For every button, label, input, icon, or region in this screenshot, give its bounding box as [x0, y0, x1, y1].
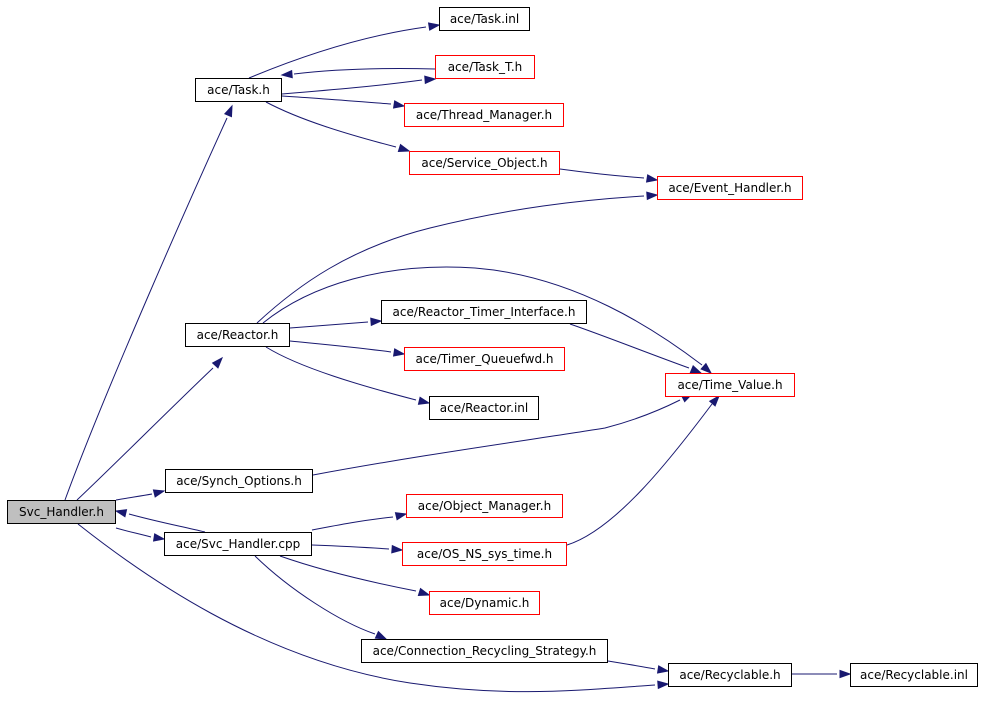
- node-task-t-h[interactable]: ace/Task_T.h: [435, 55, 535, 79]
- edge-arrowhead: [839, 669, 852, 679]
- edge-line: [569, 323, 690, 369]
- edge-svc-handler-h-to-svc-handler-cpp: [115, 527, 166, 542]
- edge-arrowhead: [152, 533, 166, 542]
- node-time-value-h[interactable]: ace/Time_Value.h: [665, 373, 795, 397]
- edge-arrowhead: [689, 364, 703, 374]
- edge-line: [128, 513, 206, 533]
- edge-task-t-h-to-task-h: [280, 68, 436, 79]
- edge-line: [311, 516, 394, 531]
- edge-svc-handler-h-to-reactor-h: [76, 356, 223, 501]
- edge-arrowhead: [114, 509, 128, 518]
- edge-line: [289, 321, 369, 329]
- edge-arrowhead: [394, 512, 408, 521]
- edge-task-h-to-thread-manager-h: [281, 95, 406, 109]
- edge-reactor-h-to-timer-queuefwd-h: [289, 340, 406, 357]
- edge-arrowhead: [392, 348, 406, 357]
- edge-arrowhead: [646, 191, 659, 201]
- node-synch-options-h[interactable]: ace/Synch_Options.h: [165, 469, 313, 493]
- edge-reactor-h-to-event-handler-h: [256, 191, 659, 324]
- edge-line: [312, 399, 681, 476]
- edge-line: [293, 68, 436, 75]
- node-svc-handler-h: Svc_Handler.h: [7, 500, 116, 524]
- edge-os-ns-sys-time-h-to-time-value-h: [566, 394, 720, 546]
- edge-line: [256, 195, 645, 324]
- edge-line: [281, 79, 423, 95]
- edge-arrowhead: [280, 69, 293, 79]
- node-task-inl[interactable]: ace/Task.inl: [439, 7, 530, 31]
- edge-line: [281, 95, 392, 105]
- edge-line: [265, 346, 417, 401]
- edge-line: [254, 555, 376, 635]
- edge-arrowhead: [370, 317, 383, 327]
- edge-svc-handler-cpp-to-os-ns-sys-time-h: [311, 544, 404, 554]
- node-connection-recycling-strategy-h[interactable]: ace/Connection_Recycling_Strategy.h: [361, 639, 608, 663]
- edge-connection-recycling-strategy-h-to-recyclable-h: [607, 660, 670, 674]
- node-reactor-timer-interface-h[interactable]: ace/Reactor_Timer_Interface.h: [381, 300, 587, 324]
- node-object-manager-h[interactable]: ace/Object_Manager.h: [406, 494, 563, 518]
- node-timer-queuefwd-h[interactable]: ace/Timer_Queuefwd.h: [404, 347, 565, 371]
- edge-arrowhead: [427, 22, 441, 31]
- edge-arrowhead: [392, 100, 406, 109]
- edge-arrowhead: [417, 587, 431, 597]
- edge-arrowhead: [657, 680, 670, 690]
- edge-svc-handler-cpp-to-connection-recycling-strategy-h: [254, 555, 388, 640]
- edge-arrowhead: [223, 104, 233, 118]
- edge-arrowhead: [656, 665, 670, 674]
- node-os-ns-sys-time-h[interactable]: ace/OS_NS_sys_time.h: [402, 542, 567, 566]
- edge-line: [607, 660, 656, 670]
- edge-line: [279, 555, 417, 592]
- edge-reactor-timer-interface-h-to-time-value-h: [569, 323, 703, 374]
- edge-line: [64, 117, 228, 501]
- edge-arrowhead: [211, 356, 223, 369]
- edge-reactor-h-to-time-value-h: [262, 266, 713, 374]
- edge-arrowhead: [645, 174, 659, 183]
- edge-svc-handler-h-to-task-h: [64, 104, 233, 501]
- edge-line: [262, 266, 703, 366]
- edge-arrowhead: [417, 396, 431, 405]
- node-event-handler-h[interactable]: ace/Event_Handler.h: [657, 176, 803, 200]
- edge-arrowhead: [152, 489, 166, 498]
- node-recyclable-h[interactable]: ace/Recyclable.h: [668, 663, 792, 687]
- edge-line: [289, 340, 392, 353]
- edge-arrowhead: [397, 143, 411, 153]
- node-service-object-h[interactable]: ace/Service_Object.h: [409, 151, 560, 175]
- edge-arrowhead: [374, 630, 388, 640]
- edge-line: [115, 493, 153, 501]
- edge-svc-handler-cpp-to-svc-handler-h: [114, 509, 206, 533]
- edge-task-h-to-service-object-h: [265, 101, 411, 153]
- node-task-h[interactable]: ace/Task.h: [195, 78, 282, 102]
- edge-line: [566, 403, 713, 546]
- edge-reactor-h-to-reactor-timer-interface-h: [289, 317, 383, 329]
- edge-line: [559, 168, 645, 179]
- node-recyclable-inl[interactable]: ace/Recyclable.inl: [850, 663, 978, 687]
- edge-arrowhead: [424, 75, 437, 85]
- edge-reactor-h-to-reactor-inl: [265, 346, 431, 405]
- edge-arrowhead: [700, 362, 713, 374]
- node-reactor-inl[interactable]: ace/Reactor.inl: [429, 396, 539, 420]
- edge-line: [115, 527, 152, 538]
- node-reactor-h[interactable]: ace/Reactor.h: [185, 323, 290, 347]
- node-thread-manager-h[interactable]: ace/Thread_Manager.h: [404, 103, 564, 127]
- edge-line: [77, 523, 656, 693]
- edge-svc-handler-cpp-to-object-manager-h: [311, 512, 408, 531]
- edge-svc-handler-h-to-synch-options-h: [115, 489, 166, 501]
- edge-line: [76, 367, 214, 501]
- edge-task-h-to-task-inl: [248, 22, 441, 79]
- edge-recyclable-h-to-recyclable-inl: [792, 669, 852, 679]
- edge-arrowhead: [708, 394, 720, 407]
- edge-line: [311, 544, 390, 550]
- edge-arrowhead: [391, 544, 404, 554]
- edge-task-h-to-task-t-h: [281, 75, 437, 95]
- edge-svc-handler-h-to-recyclable-h: [77, 523, 670, 693]
- node-dynamic-h[interactable]: ace/Dynamic.h: [429, 591, 540, 615]
- node-svc-handler-cpp[interactable]: ace/Svc_Handler.cpp: [164, 532, 312, 556]
- edge-line: [265, 101, 397, 148]
- edge-service-object-h-to-event-handler-h: [559, 168, 659, 183]
- edge-svc-handler-cpp-to-dynamic-h: [279, 555, 431, 597]
- edge-line: [248, 26, 427, 79]
